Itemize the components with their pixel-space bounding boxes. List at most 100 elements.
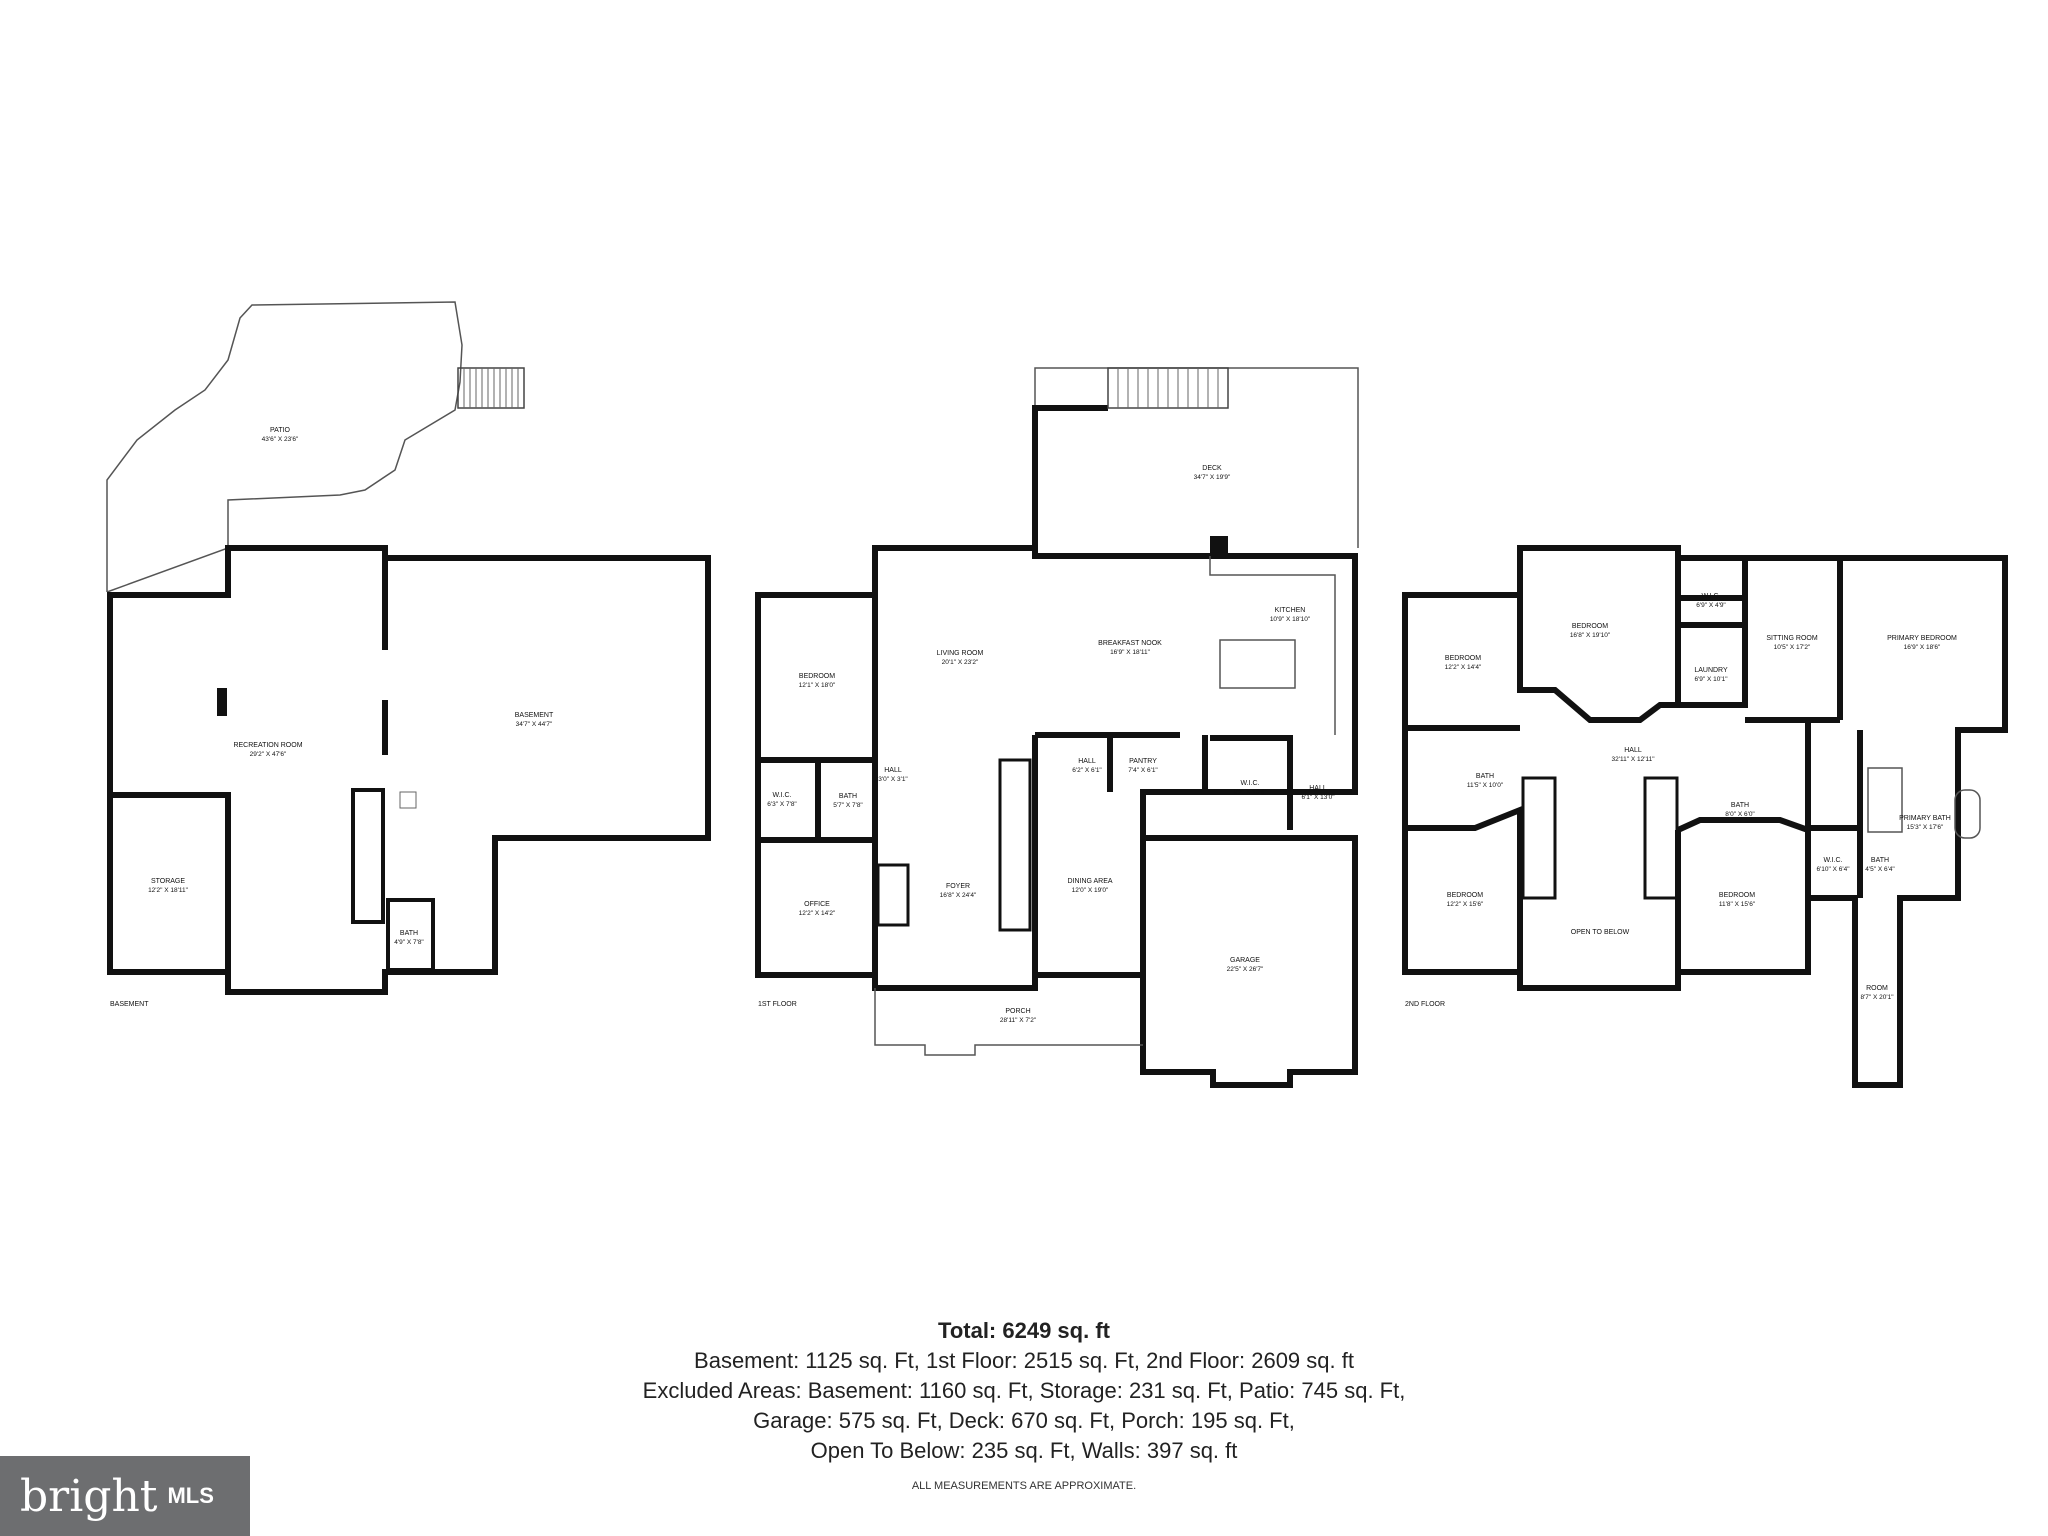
room-dimensions: 34'7" X 44'7" bbox=[516, 721, 553, 728]
measurement-disclaimer: ALL MEASUREMENTS ARE APPROXIMATE. bbox=[911, 1480, 1137, 1492]
second-floor-plan bbox=[1402, 545, 2008, 1088]
deck-outline bbox=[1034, 367, 1359, 548]
room-label: PATIO bbox=[270, 427, 291, 434]
primary-bath-shower bbox=[1867, 767, 1903, 833]
room-dimensions: 10'5" X 17'2" bbox=[1774, 644, 1811, 651]
side-stairs bbox=[876, 863, 910, 927]
room-dimensions: 16'8" X 19'10" bbox=[1570, 632, 1611, 639]
second-floor-room-walls bbox=[1405, 548, 1863, 972]
basement-walls bbox=[107, 545, 711, 995]
room-label: DINING AREA bbox=[1067, 878, 1112, 885]
room-label: KITCHEN bbox=[1275, 607, 1306, 614]
room-label: BATH bbox=[1731, 802, 1749, 809]
room-label: HALL bbox=[1078, 758, 1096, 765]
room-label: PORCH bbox=[1005, 1008, 1030, 1015]
storage-divider bbox=[110, 792, 231, 972]
room-label: W.I.C. bbox=[1701, 593, 1720, 600]
room-dimensions: 12'1" X 18'0" bbox=[799, 682, 836, 689]
room-label: OFFICE bbox=[804, 901, 830, 908]
bright-mls-logo: bright MLS bbox=[0, 1456, 250, 1536]
room-dimensions: 20'1" X 23'2" bbox=[942, 659, 979, 666]
room-dimensions: 16'9" X 18'6" bbox=[1904, 644, 1941, 651]
room-label: BEDROOM bbox=[1572, 623, 1608, 630]
basement-column bbox=[217, 688, 227, 716]
room-label: W.I.C. bbox=[1823, 857, 1842, 864]
room-label: BREAKFAST NOOK bbox=[1098, 640, 1162, 647]
garage-walls bbox=[1140, 835, 1358, 1088]
first-floor-walls bbox=[755, 545, 1358, 991]
room-dimensions: 10'9" X 18'10" bbox=[1270, 616, 1311, 623]
summary-line-4: Open To Below: 235 sq. Ft, Walls: 397 sq… bbox=[810, 1438, 1238, 1463]
floor-label: BASEMENT bbox=[110, 1001, 149, 1008]
room-label: GARAGE bbox=[1230, 957, 1260, 964]
room-label: FOYER bbox=[946, 883, 970, 890]
room-label: BEDROOM bbox=[799, 673, 835, 680]
room-label: ROOM bbox=[1866, 985, 1888, 992]
room-label: LAUNDRY bbox=[1694, 667, 1728, 674]
kitchen-island bbox=[1219, 639, 1296, 689]
room-dimensions: 6'1" X 13'0" bbox=[1301, 794, 1335, 801]
room-dimensions: 5'7" X 7'8" bbox=[833, 802, 863, 809]
room-dimensions: 28'11" X 7'2" bbox=[1000, 1017, 1037, 1024]
floor-label: 2ND FLOOR bbox=[1405, 1001, 1445, 1008]
room-dimensions: 12'2" X 15'6" bbox=[1447, 901, 1484, 908]
room-dimensions: 16'9" X 18'11" bbox=[1110, 649, 1151, 656]
kitchen-counter bbox=[1209, 556, 1336, 735]
room-label: BATH bbox=[839, 793, 857, 800]
room-label: W.I.C. bbox=[772, 792, 791, 799]
basement-bath-walls bbox=[386, 898, 435, 972]
deck-wall bbox=[1032, 405, 1108, 548]
room-dimensions: 16'8" X 24'4" bbox=[940, 892, 977, 899]
room-dimensions: 8'2" X 10'6" bbox=[1233, 789, 1267, 796]
room-dimensions: 34'7" X 19'9" bbox=[1194, 474, 1231, 481]
room-dimensions: 12'0" X 19'0" bbox=[1072, 887, 1109, 894]
room-label: BASEMENT bbox=[515, 712, 554, 719]
room-label: PRIMARY BATH bbox=[1899, 815, 1951, 822]
room-label: HALL bbox=[1309, 785, 1327, 792]
room-dimensions: 11'5" X 10'0" bbox=[1467, 782, 1504, 789]
logo-mls: MLS bbox=[167, 1483, 214, 1508]
room-dimensions: 6'2" X 6'1" bbox=[1072, 767, 1102, 774]
room-dimensions: 43'6" X 23'6" bbox=[262, 436, 299, 443]
summary-line-1: Basement: 1125 sq. Ft, 1st Floor: 2515 s… bbox=[694, 1348, 1354, 1373]
room-dimensions: 3'0" X 3'1" bbox=[878, 776, 908, 783]
first-floor-plan bbox=[755, 367, 1359, 1088]
room-dimensions: 6'9" X 10'1" bbox=[1694, 676, 1728, 683]
second-floor-stairs-right bbox=[1643, 776, 1679, 900]
central-walls bbox=[1032, 732, 1293, 975]
room-dimensions: 15'3" X 17'6" bbox=[1907, 824, 1944, 831]
room-label: BATH bbox=[1476, 773, 1494, 780]
room-label: HALL bbox=[884, 767, 902, 774]
room-label: HALL bbox=[1624, 747, 1642, 754]
bedroom-office-walls bbox=[758, 595, 878, 975]
room-dimensions: 4'5" X 6'4" bbox=[1865, 866, 1895, 873]
logo-word: bright bbox=[20, 1470, 158, 1522]
mechanical-box bbox=[399, 791, 417, 809]
room-dimensions: 6'9" X 4'9" bbox=[1696, 602, 1726, 609]
total-area: Total: 6249 sq. ft bbox=[938, 1318, 1110, 1343]
room-label: LIVING ROOM bbox=[937, 650, 984, 657]
patio-outline bbox=[106, 301, 463, 593]
room-dimensions: 7'4" X 6'1" bbox=[1128, 767, 1158, 774]
room-label: BEDROOM bbox=[1447, 892, 1483, 899]
room-dimensions: 6'3" X 7'8" bbox=[767, 801, 797, 808]
second-floor-stairs-left bbox=[1521, 776, 1557, 900]
room-dimensions: 22'5" X 26'7" bbox=[1227, 966, 1264, 973]
room-label: BEDROOM bbox=[1445, 655, 1481, 662]
room-dimensions: 8'0" X 6'0" bbox=[1725, 811, 1755, 818]
room-label: PRIMARY BEDROOM bbox=[1887, 635, 1957, 642]
summary-line-3: Garage: 575 sq. Ft, Deck: 670 sq. Ft, Po… bbox=[753, 1408, 1295, 1433]
deck-stairs bbox=[1107, 367, 1229, 409]
room-dimensions: 8'7" X 20'1" bbox=[1860, 994, 1894, 1001]
room-label: BEDROOM bbox=[1719, 892, 1755, 899]
summary-line-2: Excluded Areas: Basement: 1160 sq. Ft, S… bbox=[642, 1378, 1406, 1403]
basement-stairs bbox=[351, 788, 385, 924]
room-dimensions: 6'10" X 6'4" bbox=[1816, 866, 1850, 873]
room-dimensions: 12'2" X 14'4" bbox=[1445, 664, 1482, 671]
chimney bbox=[1210, 536, 1228, 556]
patio-stairs bbox=[457, 367, 525, 409]
floor-label: 1ST FLOOR bbox=[758, 1001, 797, 1008]
room-dimensions: 12'2" X 14'2" bbox=[799, 910, 836, 917]
